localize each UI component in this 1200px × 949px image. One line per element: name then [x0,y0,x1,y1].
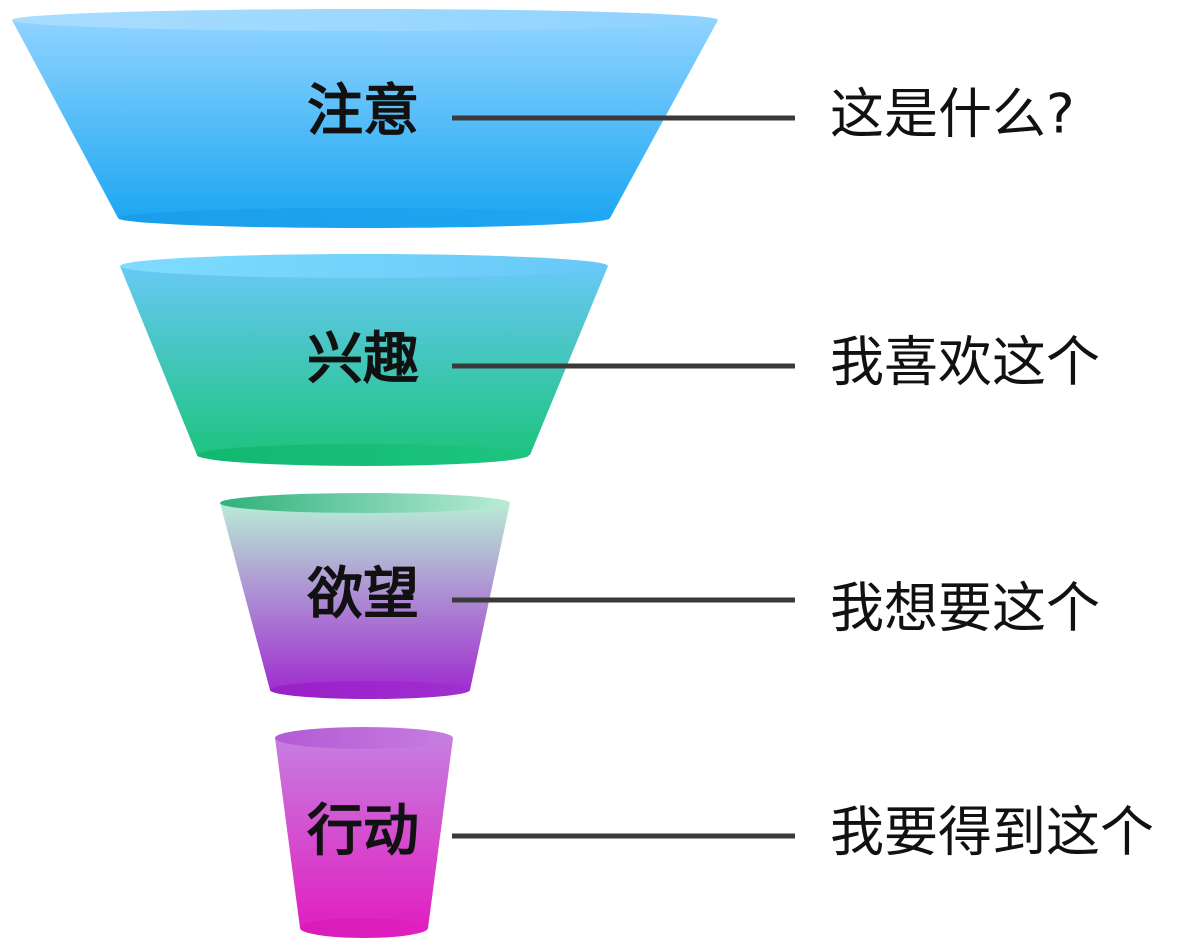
funnel-base-action [300,918,428,938]
funnel-rim-desire [220,493,510,513]
funnel-base-attention [118,208,610,228]
funnel-rim-interest [120,254,608,278]
funnel-segment-action [275,738,453,928]
funnel-segment-attention [12,20,718,218]
funnel-stage-action: 行动 我要得到这个 [275,727,1154,938]
funnel-stage-interest: 兴趣 我喜欢这个 [120,254,1100,466]
funnel-stage-desire: 欲望 我想要这个 [220,493,1100,699]
funnel-base-interest [197,444,529,466]
funnel-segment-interest [120,266,608,455]
stage-label: 欲望 [306,562,419,627]
funnel-rim-attention [12,9,718,31]
stage-label: 注意 [307,79,419,144]
stage-description: 这是什么? [830,83,1075,146]
stage-description: 我想要这个 [830,577,1100,640]
stage-label: 行动 [307,799,419,864]
funnel-segment-desire [220,503,510,690]
stage-label: 兴趣 [307,327,419,392]
funnel-base-desire [270,681,470,699]
funnel-stage-attention: 注意 这是什么? [12,9,1075,228]
funnel-rim-action [275,727,453,749]
stage-description: 我要得到这个 [830,801,1154,864]
stage-description: 我喜欢这个 [830,331,1100,394]
